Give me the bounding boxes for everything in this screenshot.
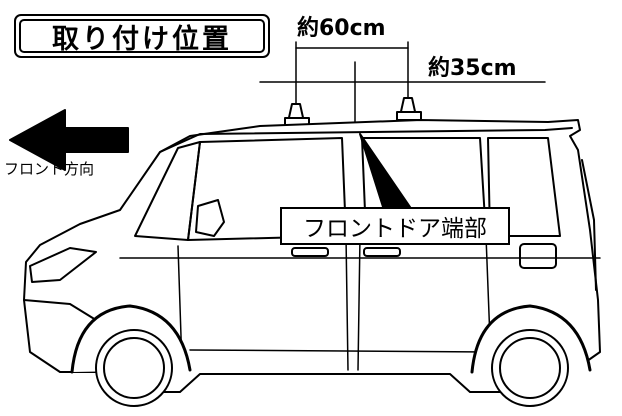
- title-box-inner: 取り付け位置: [19, 19, 265, 55]
- dimension-35cm: 約35cm: [428, 56, 517, 81]
- front-wheel: [70, 304, 192, 407]
- quarter-window: [487, 137, 561, 237]
- front-door-handle: [291, 247, 329, 257]
- roof-carrier-front: [284, 103, 310, 127]
- rear-wheel: [470, 304, 592, 407]
- roof-rail: [159, 127, 573, 153]
- dimension-60cm: 約60cm: [297, 16, 386, 41]
- fuel-door: [519, 243, 557, 269]
- rear-door-handle: [363, 247, 401, 257]
- front-door-edge-callout: フロントドア端部: [280, 207, 510, 245]
- front-direction-arrow: [9, 109, 129, 171]
- title-box: 取り付け位置: [14, 14, 270, 58]
- front-direction-label: フロント方向: [4, 160, 95, 178]
- rear-light: [581, 159, 597, 291]
- headlight: [29, 247, 97, 283]
- diagram-title: 取り付け位置: [52, 23, 232, 55]
- roof-carrier-rear: [396, 97, 422, 121]
- front-bumper: [23, 299, 97, 321]
- callout-text: フロントドア端部: [303, 216, 487, 242]
- side-mirror: [195, 199, 225, 237]
